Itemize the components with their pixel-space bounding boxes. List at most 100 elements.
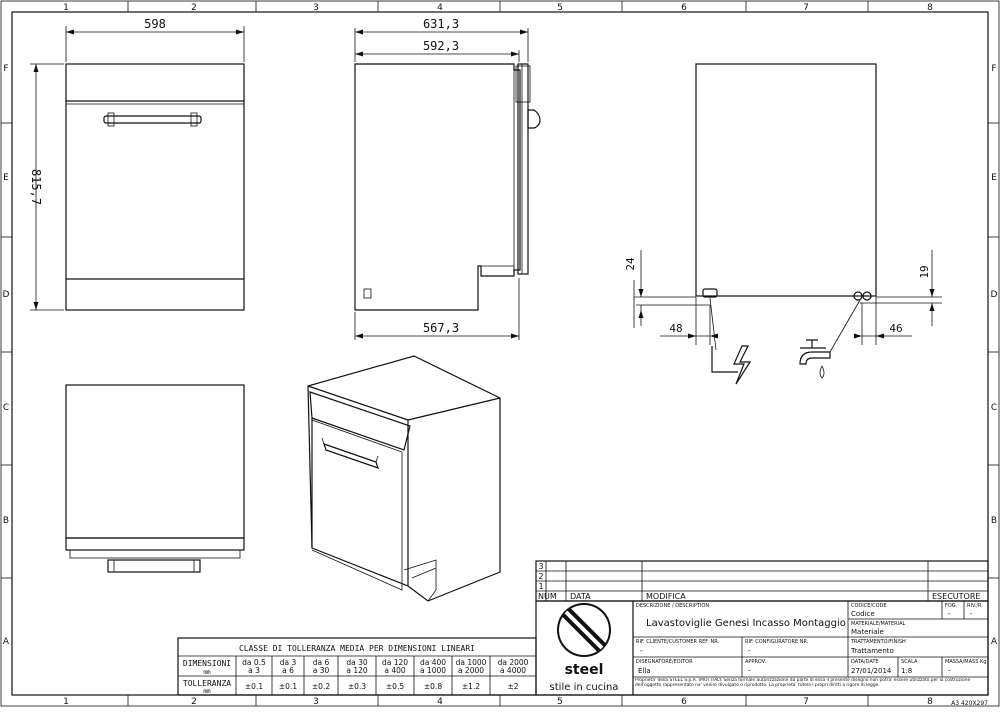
description: Lavastoviglie Genesi Incasso Montaggio	[646, 618, 846, 629]
dim-side-total: 631,3	[423, 17, 459, 31]
col-label: 4	[437, 3, 443, 13]
row-label: A	[991, 637, 998, 647]
side-view: 631,3 592,3 567,3	[354, 17, 541, 340]
row-label: A	[3, 637, 10, 647]
range-from: da 1000	[456, 658, 487, 667]
rev: -	[970, 610, 973, 618]
rev-header-num: NUM	[538, 592, 557, 601]
row-label: D	[3, 290, 10, 300]
approved-label: APPROV.	[745, 659, 767, 665]
range-to: a 400	[384, 666, 406, 675]
rev-header-date: DATA	[570, 592, 591, 601]
row-label: D	[991, 290, 998, 300]
dim-front-width: 598	[144, 17, 166, 31]
tolerance-title: CLASSE DI TOLLERANZA MEDIA PER DIMENSION…	[239, 644, 475, 653]
isometric-view	[307, 355, 501, 602]
dim-rear-left-offset: 48	[669, 322, 682, 335]
col-label: 3	[313, 3, 319, 13]
code-label: CODICE/CODE	[851, 603, 887, 609]
row-label: C	[991, 403, 997, 413]
range-from: da 2000	[498, 658, 529, 667]
treatment-label: TRATTAMENTO/FINISH	[850, 639, 906, 645]
col-label: 1	[63, 697, 69, 707]
electric-connector	[702, 288, 718, 298]
water-connector	[862, 291, 872, 301]
electric-lightning-icon	[711, 345, 752, 385]
scale: 1:8	[901, 667, 912, 675]
iso-door-handle	[321, 437, 379, 469]
row-label: C	[3, 403, 9, 413]
sheet: -	[948, 610, 951, 618]
rev-header-change: MODIFICA	[646, 592, 686, 601]
tol-unit: mm	[203, 688, 211, 695]
dim-rear-right-offset: 46	[889, 322, 902, 335]
col-label: 1	[63, 3, 69, 13]
material: Materiale	[851, 628, 884, 636]
ref-label: RIF. CLIENTE/CUSTOMER REF. NR.	[636, 639, 720, 645]
mass: -	[948, 667, 951, 675]
row-label: E	[3, 173, 9, 183]
range-to: a 1000	[420, 666, 446, 675]
sheet-format: A3 420X297	[951, 700, 988, 707]
mass-label: MASSA/MASS Kg	[945, 659, 986, 665]
col-label: 8	[927, 697, 933, 707]
col-label: 4	[437, 697, 443, 707]
range-tol: ±0.1	[245, 682, 263, 691]
door-handle	[103, 112, 202, 127]
grid-labels: 1 2 3 4 5 6 7 8 1 2 3 4 5 6 7 8 F E D C …	[3, 3, 998, 707]
rear-view: 24 48 19 46	[624, 63, 942, 385]
range-tol: ±1.2	[462, 682, 480, 691]
col-label: 8	[927, 3, 933, 13]
designer-label: DISEGNATORE/EDITOR	[636, 659, 693, 665]
designer: Ella	[638, 667, 651, 675]
col-label: 5	[557, 3, 563, 13]
logo-subtitle: stile in cucina	[550, 682, 619, 693]
range-from: da 0.5	[242, 658, 266, 667]
col-label: 5	[557, 697, 563, 707]
steel-logo: steel stile in cucina	[550, 603, 619, 693]
approved: -	[748, 667, 751, 675]
dim-rear-right-height: 19	[918, 265, 931, 278]
scale-label: SCALA	[901, 659, 918, 665]
material-label: MATERIALE/MATERIAL	[851, 621, 905, 627]
top-view	[65, 384, 245, 573]
rev-label: RIV./R.	[967, 603, 983, 609]
col-label: 7	[803, 3, 809, 13]
title-block: steel stile in cucina DESCRIZIONE / DESC…	[535, 600, 989, 696]
col-label: 3	[313, 697, 319, 707]
date: 27/01/2014	[851, 667, 892, 675]
range-to: a 3	[248, 666, 260, 675]
front-view: 598 815,7	[29, 17, 245, 311]
col-label: 6	[681, 3, 687, 13]
range-tol: ±0.8	[424, 682, 442, 691]
dim-side-body: 592,3	[423, 39, 459, 53]
range-tol: ±0.1	[279, 682, 297, 691]
revision-table: 3 2 1 NUM DATA MODIFICA ESECUTORE	[535, 560, 989, 602]
range-to: a 6	[282, 666, 294, 675]
row-label: B	[991, 516, 997, 526]
range-to: a 4000	[500, 666, 526, 675]
col-label: 7	[803, 697, 809, 707]
property-note: Proprieta' della STEEL S.p.A. (MO) ITALY…	[635, 678, 971, 689]
col-label: 2	[191, 697, 197, 707]
conf-value: -	[748, 647, 751, 655]
description-label: DESCRIZIONE / DESCRIPTION	[636, 603, 709, 609]
range-tol: ±0.3	[348, 682, 366, 691]
tolerance-table: CLASSE DI TOLLERANZA MEDIA PER DIMENSION…	[177, 637, 537, 696]
conf-label: RIF. CONFIGURATORE NR.	[745, 639, 809, 645]
row-label: E	[991, 173, 997, 183]
date-label: DATA/DATE	[851, 659, 879, 665]
col-label: 6	[681, 697, 687, 707]
tol-label: TOLLERANZA	[183, 679, 231, 688]
col-label: 2	[191, 3, 197, 13]
treatment: Trattamento	[850, 647, 894, 655]
rev-row-num: 1	[538, 582, 543, 591]
water-connector	[853, 291, 863, 301]
range-tol: ±2	[507, 682, 518, 691]
sheet-label: FOG.	[945, 603, 958, 609]
range-tol: ±0.5	[386, 682, 404, 691]
range-from: da 120	[382, 658, 408, 667]
range-to: a 2000	[458, 666, 484, 675]
